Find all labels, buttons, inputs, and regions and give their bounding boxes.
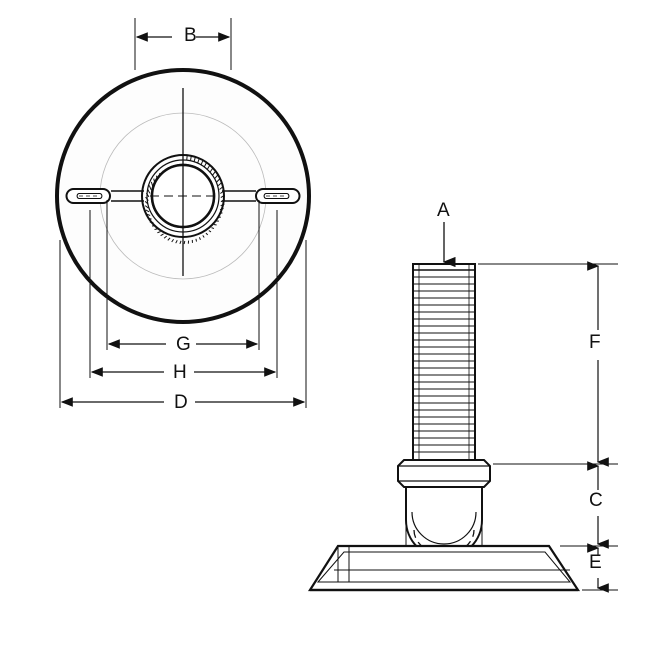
mounting-slot-left	[65, 188, 111, 204]
side-extension-lines	[478, 263, 618, 591]
threaded-stud	[412, 263, 476, 461]
dimension-label-D: D	[174, 392, 189, 413]
mounting-slot-right	[255, 188, 301, 204]
dimension-label-C: C	[589, 490, 604, 511]
hex-nut	[397, 459, 491, 488]
dimension-H	[89, 210, 278, 378]
dimension-label-F: F	[589, 332, 602, 353]
thread-lines	[413, 276, 475, 453]
dimension-B	[134, 18, 232, 70]
dimension-label-B: B	[184, 25, 198, 46]
base-pad-side	[307, 544, 581, 592]
dimension-G	[106, 200, 260, 350]
top-view-group	[55, 18, 311, 408]
dimension-label-A: A	[437, 200, 451, 221]
dimension-label-H: H	[173, 362, 188, 383]
dimension-label-G: G	[176, 334, 192, 355]
side-view-group	[307, 222, 618, 593]
dimension-D	[59, 240, 307, 408]
dimension-label-E: E	[589, 552, 603, 573]
